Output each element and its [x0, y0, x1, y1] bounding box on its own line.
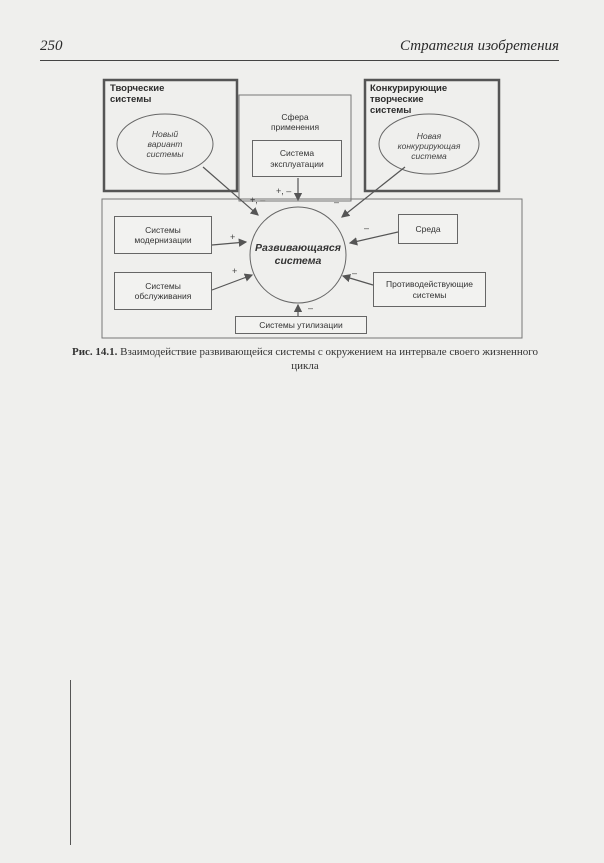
counteracting-line2: системы — [412, 289, 447, 300]
sphere-line1: Сфера — [281, 112, 309, 122]
new-competing-line1: Новая — [416, 131, 442, 141]
creative-systems-frame — [102, 78, 239, 193]
developing-system-label: Развивающаяся система — [244, 242, 352, 268]
environment-line1: Среда — [415, 223, 441, 234]
service-line2: обслуживания — [134, 291, 192, 301]
creative-title-line1: Творческие — [110, 83, 165, 94]
creative-title-line2: системы — [110, 93, 152, 105]
caption-label: Рис. 14.1. — [71, 346, 118, 358]
arrow-counteracting — [341, 274, 374, 286]
page-number: 250 — [40, 38, 63, 54]
interaction-diagram: Творческие системы Новый вариант системы… — [0, 0, 604, 380]
sign-environment: – — [364, 223, 370, 233]
arrow-creative — [202, 166, 259, 216]
exploitation-line1: Система — [279, 148, 315, 159]
sign-competing: – — [334, 197, 340, 207]
new-competing-text: Новая конкурирующая система — [381, 131, 477, 162]
sign-exploitation: +, – — [276, 186, 292, 196]
counteracting-line1: Противодействующие — [386, 279, 473, 290]
competing-systems-frame — [363, 78, 501, 193]
sphere-line2: применения — [270, 122, 320, 133]
arrow-modernization — [211, 238, 248, 247]
competing-title-line3: системы — [370, 104, 412, 116]
center-line2: система — [274, 255, 322, 268]
new-variant-line3: системы — [146, 149, 184, 160]
new-competing-line3: система — [411, 151, 447, 162]
header-rule — [40, 60, 559, 61]
developing-system-circle — [249, 206, 347, 304]
competing-title-line2: творческие — [370, 93, 424, 105]
application-sphere-label: Сфера применения — [255, 112, 335, 132]
competing-systems-title: Конкурирующие творческие системы — [370, 83, 448, 117]
new-variant-text: Новый вариант системы — [125, 129, 205, 160]
service-line1: Системы — [145, 280, 181, 291]
running-title: Стратегия изобретения — [400, 38, 559, 54]
competing-title-line1: Конкурирующие — [370, 83, 448, 94]
new-competing-line2: конкурирующая — [397, 141, 461, 152]
modernization-systems-box: Системы модернизации — [114, 216, 212, 254]
environment-box: Среда — [398, 214, 458, 244]
arrow-competing — [341, 166, 406, 218]
exploitation-line2: эксплуатации — [270, 158, 324, 169]
sign-creative: +, – — [250, 195, 266, 205]
sign-service: + — [232, 266, 238, 276]
new-competing-ellipse — [378, 113, 480, 175]
new-variant-line1: Новый — [151, 129, 179, 139]
sign-modernization: + — [230, 232, 236, 242]
arrow-environment — [348, 231, 399, 246]
new-variant-line2: вариант — [147, 139, 183, 150]
modernization-line2: модернизации — [134, 235, 192, 245]
modernization-line1: Системы — [145, 224, 181, 235]
utilization-systems-box: Системы утилизации — [235, 316, 367, 334]
center-line1: Развивающаяся — [255, 242, 341, 254]
arrow-service — [211, 273, 254, 291]
utilization-line1: Системы утилизации — [259, 319, 343, 330]
diagram-lines — [101, 78, 523, 339]
environment-frame — [101, 198, 523, 339]
figure-caption: Рис. 14.1. Взаимодействие развивающейся … — [70, 346, 540, 374]
sign-utilization: – — [308, 303, 314, 313]
creative-systems-title: Творческие системы — [110, 83, 165, 106]
new-variant-ellipse — [116, 113, 214, 175]
caption-text: Взаимодействие развивающейся системы с о… — [117, 346, 539, 372]
service-systems-box: Системы обслуживания — [114, 272, 212, 310]
page-header: 250 Стратегия изобретения — [40, 38, 559, 64]
sign-counteracting: – — [352, 268, 358, 278]
margin-rule — [70, 680, 71, 845]
counteracting-systems-box: Противодействующие системы — [373, 272, 486, 307]
exploitation-system-box: Система эксплуатации — [252, 140, 342, 177]
